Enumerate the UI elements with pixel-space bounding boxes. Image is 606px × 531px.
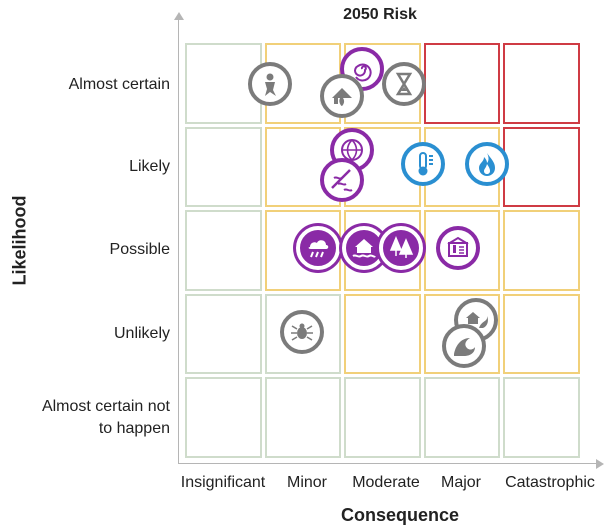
x-axis-line	[178, 463, 596, 464]
matrix-cell-r3-c2	[264, 210, 341, 291]
matrix-cell-r4-c1	[185, 293, 262, 374]
matrix-cell-r3-c1	[185, 210, 262, 291]
thermometer-icon	[401, 142, 445, 186]
col-label-minor: Minor	[286, 474, 327, 491]
col-label-major: Major	[440, 474, 481, 491]
matrix-cell-r4-c4	[423, 293, 500, 374]
matrix-cell-r3-c5	[503, 210, 580, 291]
tick-icon	[280, 310, 324, 354]
matrix-cell-r2-c1	[185, 126, 262, 207]
matrix-cell-r4-c2	[264, 293, 341, 374]
matrix-cell-r5-c1	[185, 377, 262, 458]
matrix-cell-r5-c3	[344, 377, 421, 458]
bushfire-icon	[320, 74, 364, 118]
matrix-cell-r5-c4	[423, 377, 500, 458]
row-label-almost-certain-not: Almost certain not to happen	[41, 398, 170, 438]
matrix-cell-r2-c5	[503, 126, 580, 207]
col-label-catastrophic: Catastrophic	[505, 474, 595, 491]
matrix-cell-r5-c2	[264, 377, 341, 458]
figure-icon	[248, 62, 292, 106]
col-label-moderate: Moderate	[352, 474, 420, 491]
flame-icon	[465, 142, 509, 186]
storm-icon	[296, 226, 340, 270]
matrix-cell-r1-c4	[423, 43, 500, 124]
y-axis-title: Likelihood	[9, 195, 30, 286]
hourglass-icon	[382, 62, 426, 106]
col-label-insignificant: Insignificant	[180, 474, 266, 491]
heat-wave-icon	[320, 158, 364, 202]
y-axis-line	[178, 18, 179, 464]
matrix-cell-r5-c5	[503, 377, 580, 458]
matrix-cell-r3-c4	[423, 210, 500, 291]
chart-title: 2050 Risk	[343, 6, 417, 23]
row-label-unlikely: Unlikely	[113, 325, 170, 342]
y-axis-arrow	[174, 12, 184, 20]
row-label-likely: Likely	[129, 158, 170, 175]
x-axis-arrow	[596, 459, 604, 469]
matrix-cell-r4-c5	[503, 293, 580, 374]
row-label-possible: Possible	[109, 241, 170, 258]
wave-icon	[442, 324, 486, 368]
x-axis-title: Consequence	[340, 505, 460, 525]
forest-icon	[379, 226, 423, 270]
row-label-almost-certain: Almost certain	[68, 76, 170, 93]
matrix-cell-r4-c3	[344, 293, 421, 374]
building-temp-icon	[436, 226, 480, 270]
matrix-cell-r1-c5	[503, 43, 580, 124]
